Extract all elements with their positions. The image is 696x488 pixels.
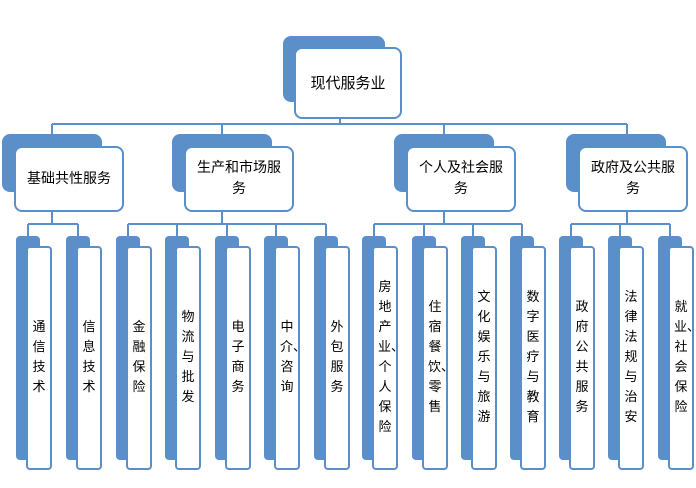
category-node-label: 政府及公共服务 — [591, 160, 675, 197]
category-node-box: 政府及公共服务 — [578, 146, 688, 212]
leaf-node-box: 数字医疗与教育 — [520, 246, 546, 470]
leaf-node-box: 就业、社会保险 — [668, 246, 696, 470]
leaf-node-label: 通信技术 — [32, 320, 46, 395]
leaf-node-label: 中介、咨询 — [280, 320, 307, 395]
leaf-node-box: 住宿餐饮、零售 — [422, 246, 455, 470]
leaf-node-box: 政府公共服务 — [569, 246, 595, 470]
leaf-node-label: 信息技术 — [82, 320, 96, 395]
leaf-node-label: 电子商务 — [231, 320, 245, 395]
leaf-node-box: 房地产业、个人保险 — [372, 246, 405, 470]
leaf-node-box: 外包服务 — [324, 246, 350, 470]
leaf-node-label: 住宿餐饮、零售 — [428, 300, 455, 415]
leaf-node-label: 政府公共服务 — [575, 300, 589, 415]
root-node-label: 现代服务业 — [310, 73, 386, 92]
leaf-node-box: 物流与批发 — [175, 246, 201, 470]
leaf-node-box: 法律法规与治安 — [618, 246, 644, 470]
category-node-box: 生产和市场服务 — [184, 146, 294, 212]
leaf-node-label: 外包服务 — [330, 320, 344, 395]
category-node-label: 个人及社会服务 — [419, 160, 503, 197]
leaf-node-box: 信息技术 — [76, 246, 102, 470]
root-node-box: 现代服务业 — [294, 47, 402, 119]
leaf-node-box: 文化娱乐与旅游 — [471, 246, 497, 470]
category-node-box: 基础共性服务 — [14, 146, 124, 212]
leaf-node-box: 电子商务 — [225, 246, 251, 470]
leaf-node-label: 法律法规与治安 — [624, 290, 638, 425]
leaf-node-label: 金融保险 — [132, 320, 146, 395]
category-node-box: 个人及社会服务 — [406, 146, 516, 212]
leaf-node-box: 中介、咨询 — [274, 246, 307, 470]
leaf-node-label: 文化娱乐与旅游 — [477, 290, 491, 425]
leaf-node-label: 就业、社会保险 — [674, 300, 696, 415]
leaf-node-box: 金融保险 — [126, 246, 152, 470]
leaf-node-label: 房地产业、个人保险 — [378, 280, 405, 435]
leaf-node-label: 物流与批发 — [181, 310, 195, 405]
leaf-node-label: 数字医疗与教育 — [526, 290, 540, 425]
category-node-label: 生产和市场服务 — [197, 160, 281, 197]
leaf-node-box: 通信技术 — [26, 246, 52, 470]
category-node-label: 基础共性服务 — [27, 170, 111, 187]
